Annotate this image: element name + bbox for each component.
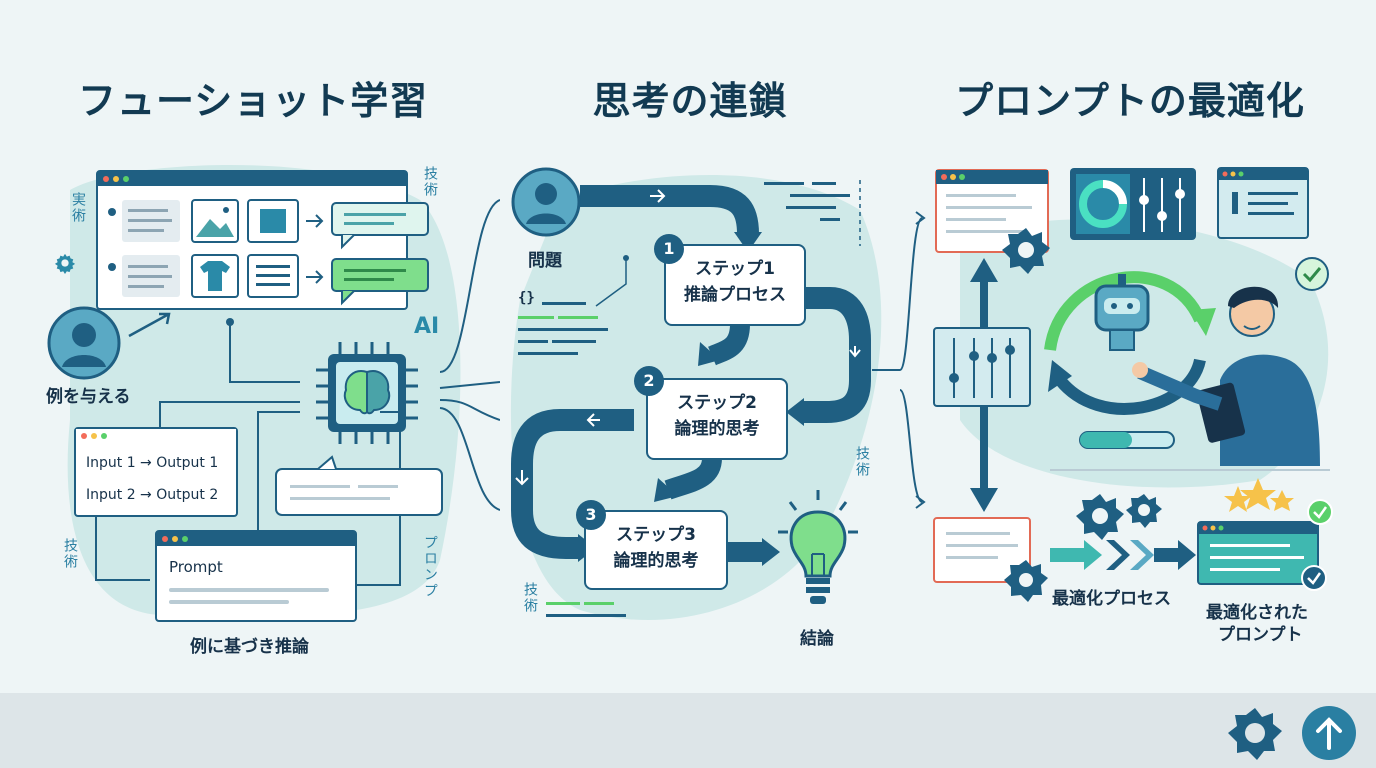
code-line-2: Input 2 → Output 2 bbox=[86, 487, 219, 503]
process-label: 最適化プロセス bbox=[1052, 589, 1171, 609]
prompt-window: Prompt bbox=[155, 530, 357, 622]
gear-icon bbox=[54, 253, 76, 274]
prompt-title: Prompt bbox=[169, 558, 223, 576]
arrow-icon bbox=[128, 312, 171, 338]
panel3-graphics bbox=[900, 167, 1333, 602]
step-2-sub: 論理的思考 bbox=[674, 419, 760, 439]
step-1-box: ステップ1 推論プロセス bbox=[664, 244, 806, 326]
decorative-lines bbox=[764, 180, 861, 246]
panel1-side-label-bottom-left: 技術 bbox=[62, 538, 78, 570]
step-3-title: ステップ3 bbox=[616, 525, 696, 545]
step-2-number: 2 bbox=[634, 366, 664, 396]
step-3-sub: 論理的思考 bbox=[613, 551, 699, 571]
step-2-title: ステップ2 bbox=[677, 393, 757, 413]
bottom-toolbar bbox=[0, 693, 1376, 768]
result-label-line2: プロンプト bbox=[1218, 625, 1303, 645]
code-line-1: Input 1 → Output 1 bbox=[86, 455, 219, 471]
inference-label: 例に基づき推論 bbox=[190, 637, 309, 657]
reasoning-flow-path bbox=[511, 185, 900, 566]
panel1-connectors bbox=[95, 199, 500, 586]
examples-content bbox=[108, 199, 429, 306]
code-snippet-lines bbox=[518, 255, 629, 355]
example-label: 例を与える bbox=[46, 387, 131, 407]
conclusion-label: 結論 bbox=[800, 629, 834, 649]
scroll-top-button[interactable] bbox=[1302, 706, 1356, 760]
step-1-number: 1 bbox=[654, 234, 684, 264]
panel1-side-label-bottom-right: プロンプ bbox=[422, 535, 438, 599]
question-label: 問題 bbox=[528, 251, 562, 271]
panel3-title: プロンプトの最適化 bbox=[955, 79, 1305, 123]
step-1-sub: 推論プロセス bbox=[684, 285, 786, 305]
lightbulb-icon bbox=[778, 490, 858, 604]
step-2-box: ステップ2 論理的思考 bbox=[646, 378, 788, 460]
settings-button[interactable] bbox=[1228, 706, 1282, 760]
gear-icon bbox=[1228, 708, 1282, 760]
panel1-side-label-right: 技術 bbox=[422, 166, 438, 198]
panel1-side-label-left: 実術 bbox=[70, 192, 86, 224]
bottom-code-lines bbox=[546, 602, 626, 617]
code-brace: {} bbox=[518, 290, 535, 306]
step-1-title: ステップ1 bbox=[695, 259, 775, 279]
user-avatar-icon bbox=[47, 306, 121, 380]
step-3-box: ステップ3 論理的思考 bbox=[584, 510, 728, 590]
panel2-side-label-right: 技術 bbox=[854, 446, 870, 478]
result-label-line1: 最適化された bbox=[1206, 603, 1308, 623]
ai-chip-icon bbox=[316, 342, 418, 444]
ai-badge: AI bbox=[414, 314, 440, 339]
panel1-title: フューショット学習 bbox=[78, 79, 429, 123]
chat-bubble-icon bbox=[275, 455, 443, 516]
question-avatar-icon bbox=[511, 167, 581, 237]
step-3-number: 3 bbox=[576, 500, 606, 530]
arrow-up-icon bbox=[1316, 717, 1342, 750]
panel2-title: 思考の連鎖 bbox=[592, 79, 788, 123]
panel2-side-label-bottom: 技術 bbox=[522, 582, 538, 614]
code-window: Input 1 → Output 1 Input 2 → Output 2 bbox=[74, 427, 238, 517]
